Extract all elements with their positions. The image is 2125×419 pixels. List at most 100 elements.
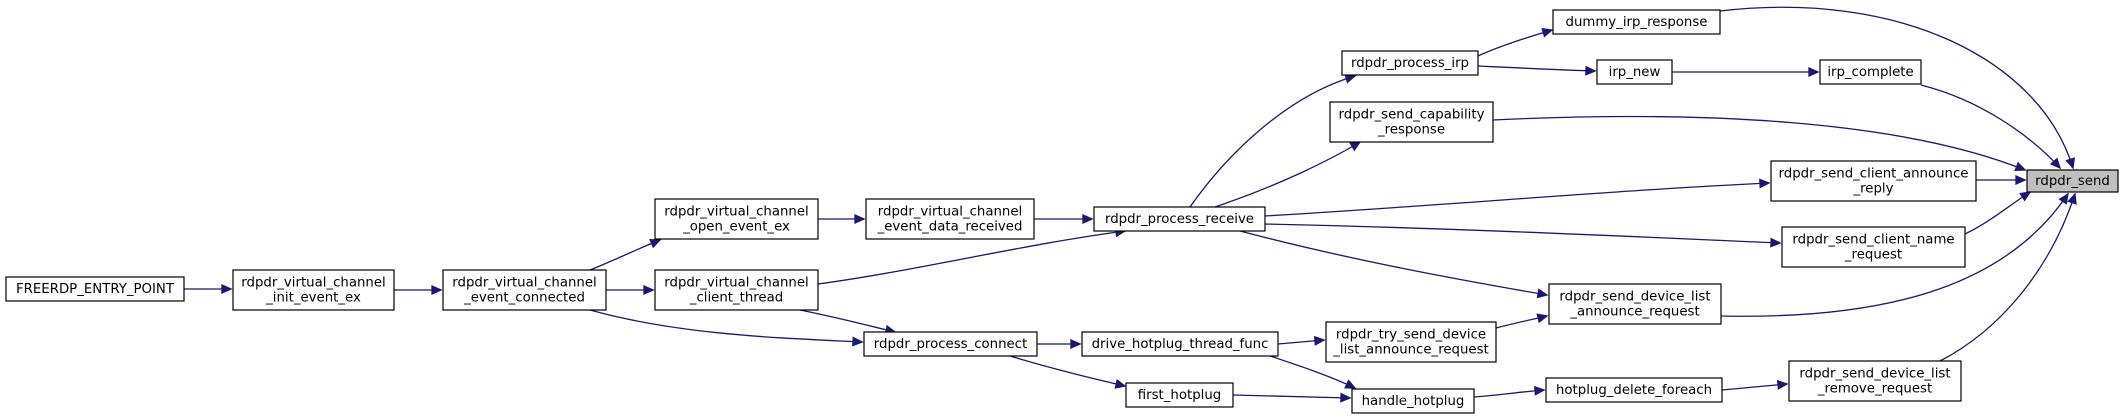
arrowhead-icon — [2067, 192, 2077, 205]
arrowhead-icon — [2019, 191, 2032, 202]
node-drive-hotplug-thread-func[interactable]: drive_hotplug_thread_func — [1081, 331, 1279, 357]
node-rdpdr-send-client-announce-reply[interactable]: rdpdr_send_client_announce_reply — [1770, 160, 1977, 202]
call-edge — [606, 284, 655, 296]
call-edge — [799, 309, 897, 335]
edge-line — [1189, 75, 1356, 208]
node-label: rdpdr_send_device_list — [1799, 367, 1950, 382]
call-edge — [1037, 338, 1082, 350]
call-edge — [1264, 223, 1782, 248]
call-edge — [589, 238, 662, 271]
edge-line — [589, 309, 863, 343]
node-rdpdr-process-connect[interactable]: rdpdr_process_connect — [863, 331, 1038, 357]
arrowhead-icon — [1344, 73, 1357, 84]
arrowhead-icon — [1770, 237, 1782, 248]
edge-line — [1009, 355, 1126, 387]
arrowhead-icon — [1776, 379, 1789, 390]
node-label: hotplug_delete_foreach — [1556, 383, 1712, 398]
call-edge — [818, 213, 866, 225]
node-rdpdr-process-receive[interactable]: rdpdr_process_receive — [1093, 206, 1266, 232]
node-rdpdr-send-client-name-request[interactable]: rdpdr_send_client_name_request — [1781, 226, 1966, 268]
node-rdpdr-virtual-channel-open-event-ex[interactable]: rdpdr_virtual_channel_open_event_ex — [654, 198, 819, 240]
edge-line — [817, 230, 1126, 285]
node-label: _init_event_ex — [265, 291, 361, 306]
node-irp-new[interactable]: irp_new — [1596, 59, 1673, 85]
call-edge — [1214, 141, 1362, 208]
edge-line — [589, 239, 661, 271]
call-edge — [1009, 355, 1127, 389]
node-rdpdr-send-device-list-remove-request[interactable]: rdpdr_send_device_list_remove_request — [1788, 360, 1962, 402]
node-label: rdpdr_virtual_channel — [664, 276, 808, 291]
edge-line — [1720, 193, 2069, 317]
nodes-layer: rdpdr_send dummy_irp_response irp_complete… — [5, 9, 2119, 414]
arrowhead-icon — [643, 284, 655, 296]
call-edge — [394, 284, 443, 296]
arrowhead-icon — [1114, 378, 1127, 389]
node-box — [1788, 360, 1962, 402]
call-edge — [1672, 66, 1820, 78]
node-hotplug-delete-foreach[interactable]: hotplug_delete_foreach — [1545, 377, 1723, 403]
node-label: dummy_irp_response — [1566, 15, 1708, 30]
node-dummy-irp-response[interactable]: dummy_irp_response — [1552, 9, 1721, 35]
arrowhead-icon — [2065, 157, 2075, 170]
node-box — [2026, 169, 2119, 193]
node-rdpdr-virtual-channel-event-data-received[interactable]: rdpdr_virtual_channel_event_data_receive… — [865, 198, 1035, 240]
node-box — [1781, 226, 1966, 268]
node-box — [1341, 50, 1479, 76]
node-label: _event_connected — [463, 291, 585, 306]
node-box — [654, 198, 819, 240]
node-box — [5, 276, 185, 302]
node-box — [442, 269, 607, 311]
node-label: rdpdr_send_device_list — [1559, 290, 1710, 305]
node-first-hotplug[interactable]: first_hotplug — [1125, 382, 1234, 408]
node-label: _request — [1844, 248, 1902, 263]
edge-line — [1939, 193, 2076, 362]
call-edge — [1495, 313, 1549, 329]
node-box — [1325, 321, 1497, 363]
arrowhead-icon — [1340, 392, 1352, 403]
node-rdpdr-send[interactable]: rdpdr_send — [2026, 169, 2119, 193]
arrowhead-icon — [1349, 141, 1362, 152]
node-rdpdr-send-capability-response[interactable]: rdpdr_send_capability_response — [1329, 101, 1494, 143]
node-box — [1125, 382, 1234, 408]
call-edge — [1719, 6, 2075, 170]
node-box — [865, 198, 1035, 240]
node-box — [232, 269, 395, 311]
arrowhead-icon — [221, 283, 233, 295]
arrowhead-icon — [1759, 178, 1771, 189]
node-box — [654, 269, 819, 311]
node-label: _open_event_ex — [682, 220, 790, 235]
call-edge — [1277, 335, 1326, 346]
call-edge — [184, 283, 233, 295]
node-label: rdpdr_virtual_channel — [878, 205, 1022, 220]
call-edge — [1239, 230, 1549, 299]
call-edge — [1477, 65, 1597, 76]
node-label: rdpdr_process_receive — [1105, 212, 1254, 227]
node-label: _reply — [1852, 182, 1893, 197]
node-box — [1329, 101, 1494, 143]
call-edge — [1720, 192, 2069, 317]
node-irp-complete[interactable]: irp_complete — [1819, 59, 1922, 85]
node-box — [863, 331, 1038, 357]
node-rdpdr-send-device-list-announce-request[interactable]: rdpdr_send_device_list_announce_request — [1548, 283, 1722, 325]
edge-line — [1264, 182, 1770, 217]
node-rdpdr-try-send-device-list-announce-request[interactable]: rdpdr_try_send_device_list_announce_requ… — [1325, 321, 1497, 363]
node-label: rdpdr_send_client_announce — [1779, 167, 1969, 182]
call-edge — [1034, 213, 1094, 225]
node-label: rdpdr_process_irp — [1351, 56, 1469, 71]
edge-line — [1492, 115, 2026, 171]
node-rdpdr-virtual-channel-client-thread[interactable]: rdpdr_virtual_channel_client_thread — [654, 269, 819, 311]
node-box — [1552, 9, 1721, 35]
node-rdpdr-virtual-channel-init-event-ex[interactable]: rdpdr_virtual_channel_init_event_ex — [232, 269, 395, 311]
node-rdpdr-virtual-channel-event-connected[interactable]: rdpdr_virtual_channel_event_connected — [442, 269, 607, 311]
node-rdpdr-process-irp[interactable]: rdpdr_process_irp — [1341, 50, 1479, 76]
node-box — [1093, 206, 1266, 232]
node-label: handle_hotplug — [1362, 394, 1465, 409]
call-edge — [1473, 385, 1546, 398]
node-box — [1596, 59, 1673, 85]
node-freerdp-entry-point[interactable]: FREERDP_ENTRY_POINT — [5, 276, 185, 302]
call-edge — [1264, 178, 1771, 217]
node-label: rdpdr_virtual_channel — [452, 276, 596, 291]
arrowhead-icon — [854, 213, 866, 225]
node-handle-hotplug[interactable]: handle_hotplug — [1351, 388, 1475, 414]
